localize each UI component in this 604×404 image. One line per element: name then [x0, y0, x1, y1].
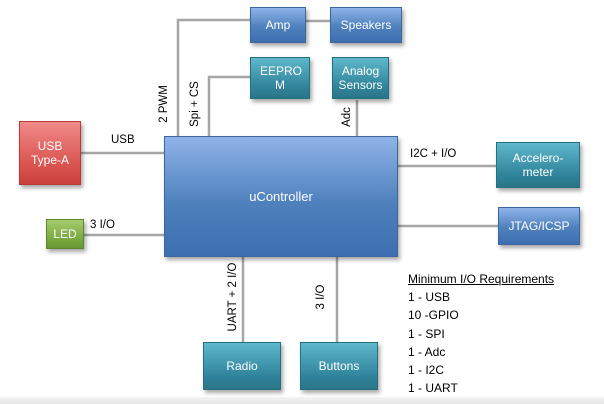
pwm-connection-label: 2 PWM [158, 85, 170, 123]
requirements-title: Minimum I/O Requirements [408, 272, 555, 286]
amp-label: Amp [265, 18, 291, 32]
microcontroller-block: uController [164, 136, 398, 257]
adc-connection-label: Adc [341, 107, 353, 127]
bottom-edge [0, 397, 604, 404]
usb-type-a-label: USB Type-A [30, 139, 69, 167]
i2c-connection-label: I2C + I/O [410, 148, 457, 160]
wire-pwm [176, 18, 252, 136]
speakers-label: Speakers [340, 18, 392, 32]
radio-label: Radio [226, 359, 258, 373]
jtag-icsp-label: JTAG/ICSP [508, 219, 570, 233]
led-connection-label: 3 I/O [90, 219, 115, 231]
usb-type-a-block: USB Type-A [19, 121, 81, 185]
analog-sensors-label: Analog Sensors [338, 64, 383, 92]
spi-connection-label: Spi + CS [189, 81, 201, 127]
jtag-icsp-block: JTAG/ICSP [498, 207, 580, 245]
buttons-connection-label: 3 I/O [315, 284, 327, 310]
requirement-item: 1 - UART [408, 381, 458, 396]
usb-connection-label: USB [111, 134, 135, 146]
requirement-item: 10 -GPIO [408, 308, 459, 323]
eeprom-block: EEPRO M [250, 57, 310, 99]
analog-sensors-block: Analog Sensors [332, 57, 389, 99]
accelerometer-block: Accelero-meter [496, 142, 580, 188]
radio-block: Radio [203, 342, 281, 390]
amp-block: Amp [250, 7, 306, 43]
requirement-item: 1 - I2C [408, 363, 445, 378]
uart-connection-label: UART + 2 I/O [227, 262, 239, 332]
speakers-block: Speakers [330, 7, 402, 43]
led-block: LED [46, 219, 84, 249]
requirements-list: Minimum I/O Requirements 1 - USB 10 -GPI… [408, 270, 554, 397]
microcontroller-label: uController [249, 188, 313, 204]
buttons-block: Buttons [300, 342, 378, 390]
led-label: LED [53, 227, 77, 241]
wire-spi [207, 75, 252, 136]
requirement-item: 1 - USB [408, 290, 451, 305]
eeprom-label: EEPRO M [260, 64, 303, 92]
requirement-item: 1 - Adc [408, 344, 446, 359]
buttons-label: Buttons [318, 359, 360, 373]
accelerometer-label: Accelero-meter [512, 151, 564, 179]
requirement-item: 1 - SPI [408, 326, 445, 341]
